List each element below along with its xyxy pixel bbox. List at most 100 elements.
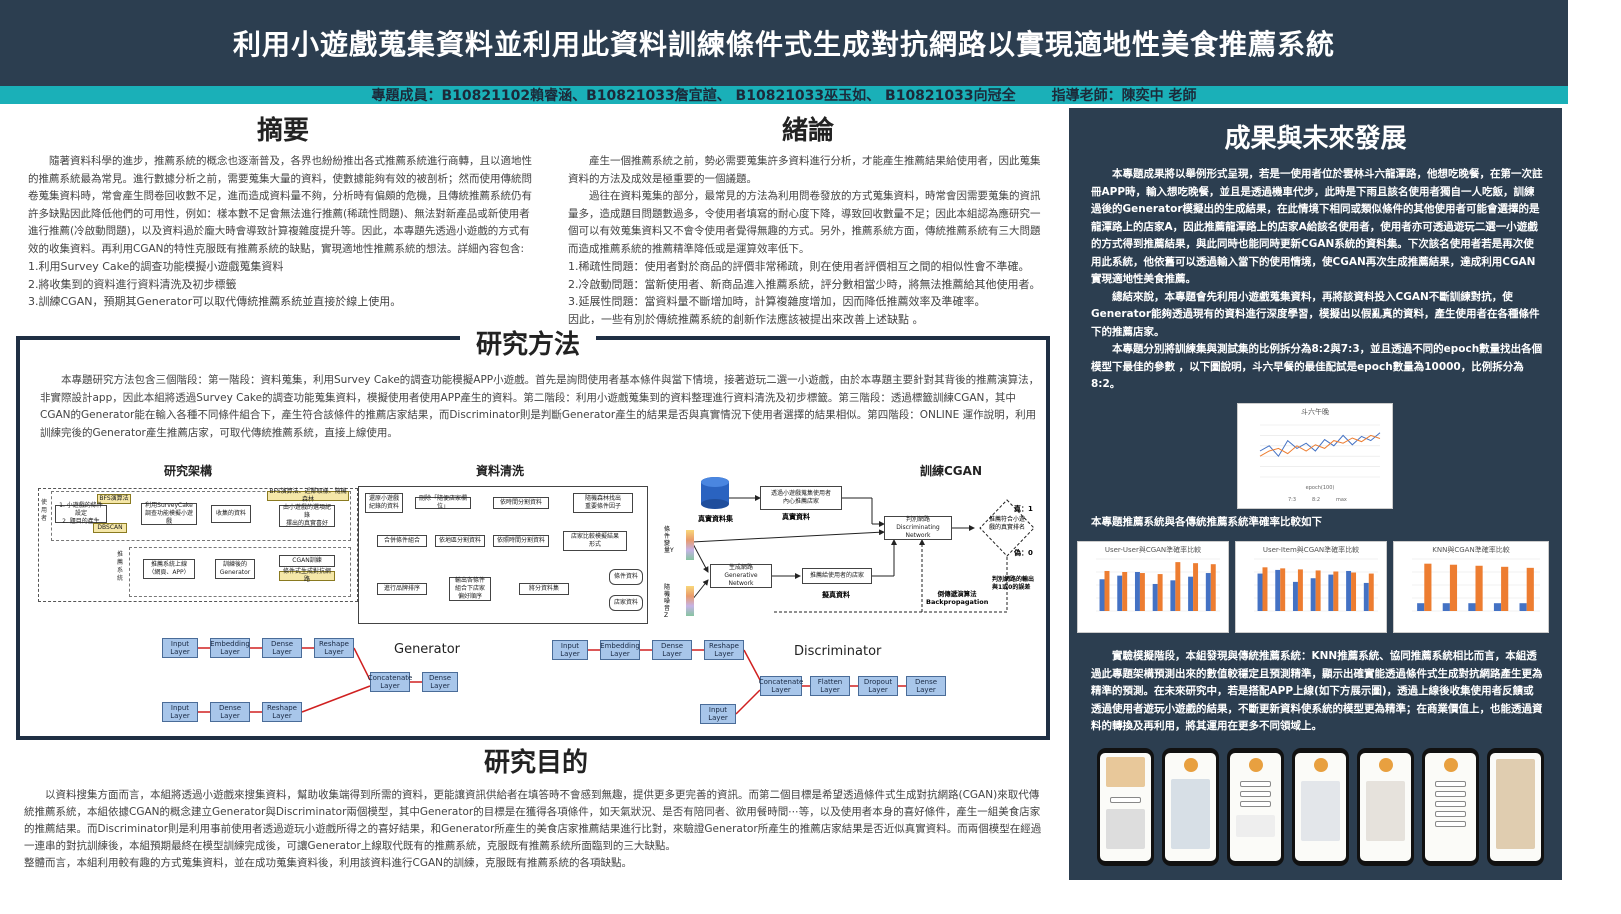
line-chart-title: 斗六午晚 bbox=[1301, 408, 1329, 416]
condition-bar bbox=[686, 530, 694, 560]
arch-bfs: BFS演算法 bbox=[97, 494, 131, 504]
gen-concatenate-layer: Concatenate Layer bbox=[367, 672, 413, 692]
methods-section: 研究方法 本專題研究方法包含三個階段：第一階段：資料蒐集，利用Survey Ca… bbox=[16, 324, 1050, 740]
clean-output: 條件資料 bbox=[609, 569, 643, 585]
bar bbox=[1292, 581, 1298, 611]
disc-dense-layer: Dense Layer bbox=[906, 676, 946, 696]
app-screenshot-phone bbox=[1097, 748, 1154, 866]
fake-data-label: 擬真資料 bbox=[822, 591, 850, 599]
disc-reshape-layer: Reshape Layer bbox=[704, 640, 744, 660]
discriminator-links bbox=[588, 649, 906, 715]
results-heading: 成果與未來發展 bbox=[1224, 124, 1407, 154]
arch-collected: 收集的資料 bbox=[211, 505, 251, 523]
intro-p2: 過往在資料蒐集的部分，最常見的方法為利用問卷發放的方式蒐集資料，時常會因需要蒐集… bbox=[568, 190, 1041, 255]
bar bbox=[1099, 579, 1105, 611]
purpose-heading: 研究目的 bbox=[483, 748, 588, 778]
purpose-section: 研究目的 以資料搜集方面而言，本組將透過小遊戲來搜集資料，幫助收集端得到所需的資… bbox=[24, 742, 1048, 872]
intro-item: 3.延展性問題：當資料量不斷增加時，計算複雜度增加，因而降低推薦效率及準確率。 bbox=[568, 295, 986, 308]
bar bbox=[1139, 573, 1145, 611]
intro-body: 產生一個推薦系統之前，勢必需要蒐集許多資料進行分析，才能產生推薦結果給使用者，因… bbox=[568, 153, 1048, 258]
cleaning-title: 資料清洗 bbox=[476, 464, 525, 478]
bar bbox=[1449, 564, 1458, 611]
app-screenshot-phone bbox=[1357, 748, 1414, 866]
bar bbox=[1152, 583, 1158, 611]
cgan-connectors bbox=[691, 495, 1035, 613]
abstract-item: 1.利用Survey Cake的調查功能模擬小遊戲蒐集資料 bbox=[28, 260, 284, 273]
disc-flatten-layer: Flatten Layer bbox=[810, 676, 850, 696]
discriminator-box: 判別網路 Discriminating Network bbox=[884, 516, 952, 540]
bar bbox=[1170, 580, 1176, 611]
arch-system-zone bbox=[129, 547, 351, 597]
member-bar: 專題成員：B10821102賴睿涵、B10821033詹宜諠、 B1082103… bbox=[0, 86, 1568, 104]
condition-label: 條件變量Y bbox=[664, 526, 674, 554]
bar bbox=[1210, 564, 1216, 611]
line-chart-legend: 8:2 bbox=[1312, 497, 1320, 503]
disc-input-layer: Input Layer bbox=[552, 640, 588, 660]
arch-trained-gen: 訓練後的 Generator bbox=[215, 559, 255, 579]
methods-heading: 研究方法 bbox=[460, 324, 597, 361]
bar bbox=[1424, 563, 1432, 611]
disc-dense-layer: Dense Layer bbox=[652, 640, 692, 660]
clean-step: 將分資料集 bbox=[519, 583, 569, 595]
abstract-list: 1.利用Survey Cake的調查功能模擬小遊戲蒐集資料 2.將收集到的資料進… bbox=[28, 258, 538, 311]
discriminator-network: Input Layer Embedding Layer Dense Layer … bbox=[548, 636, 948, 730]
clean-step: 合併條件組合 bbox=[377, 535, 427, 547]
training-title: 訓練CGAN bbox=[920, 464, 982, 478]
bar-chart-title: KNN與CGAN準確率比較 bbox=[1432, 546, 1510, 554]
clean-step: 依時間分割資料 bbox=[493, 497, 549, 509]
clean-step: 隨機森林找出 重要條件因子 bbox=[573, 493, 633, 513]
noise-bar bbox=[686, 586, 694, 616]
noise-label: 隨機噪音Z bbox=[664, 584, 671, 619]
results-p1: 本專題成果將以舉例形式呈現，若是一使用者位於雲林斗六龍潭路，他想吃晚餐，在第一次… bbox=[1091, 168, 1543, 285]
abstract-heading: 摘要 bbox=[256, 116, 309, 146]
true-label: 真：1 bbox=[1014, 505, 1033, 513]
bar-chart-svg bbox=[1412, 558, 1540, 612]
compare-heading-wrap: 本專題推薦系統與各傳統推薦系統準確率比較如下 bbox=[1091, 514, 1543, 532]
user-user-bar-chart: User-User與CGAN準確率比較 bbox=[1077, 541, 1229, 633]
clean-step: 進行品牌排序 bbox=[377, 583, 427, 595]
line-series bbox=[1259, 432, 1381, 458]
gen-input-layer: Input Layer bbox=[162, 702, 198, 722]
database-icon bbox=[700, 476, 730, 510]
intro-item: 1.稀疏性問題：使用者對於商品的評價非常稀疏，則在使用者評價相互之間的相似性會不… bbox=[568, 260, 1030, 273]
bar bbox=[1363, 582, 1369, 611]
results-body-1: 本專題成果將以舉例形式呈現，若是一使用者位於雲林斗六龍潭路，他想吃晚餐，在第一次… bbox=[1091, 166, 1543, 394]
members-text: 專題成員：B10821102賴睿涵、B10821033詹宜諠、 B1082103… bbox=[371, 88, 1016, 104]
arch-bfs2: BFS演算法、近鄰取樣、隨機森林 bbox=[267, 488, 349, 503]
bar bbox=[1368, 573, 1374, 611]
bar bbox=[1275, 569, 1281, 611]
bar bbox=[1501, 566, 1509, 611]
line-chart-legend: max bbox=[1336, 497, 1347, 503]
intro-list: 1.稀疏性問題：使用者對於商品的評價非常稀疏，則在使用者評價相互之間的相似性會不… bbox=[568, 258, 1048, 328]
bar bbox=[1188, 576, 1194, 611]
intro-item: 2.冷啟動問題：當新使用者、新商品進入推薦系統，評分數相當少時，將無法推薦給其他… bbox=[568, 277, 1041, 291]
abstract-item: 2.將收集到的資料進行資料清洗及初步標籤 bbox=[28, 277, 237, 291]
bar bbox=[1442, 603, 1450, 611]
poster-title: 利用小遊戲蒐集資料並利用此資料訓練條件式生成對抗網路以實現適地性美食推薦系統 bbox=[232, 28, 1335, 61]
gen-input-layer: Input Layer bbox=[162, 638, 198, 658]
results-p4: 實驗模擬階段，本組發現與傳統推薦系統：KNN推薦系統、協同推薦系統相比而言，本組… bbox=[1091, 650, 1543, 732]
judge-label: 判別網路的輸出 與1或0的誤差 bbox=[992, 576, 1035, 591]
cleaning-diagram: 還原小遊戲 紀錄的資料 刪除「隨便店家欄位」 依時間分割資料 隨機森林找出 重要… bbox=[358, 486, 648, 624]
disc-concatenate-layer: Concatenate Layer bbox=[758, 676, 804, 696]
intro-heading: 緒論 bbox=[781, 116, 834, 146]
clean-step: 刪除「隨便店家欄位」 bbox=[415, 495, 471, 510]
bar bbox=[1280, 568, 1286, 611]
abstract-item: 3.訓練CGAN，預期其Generator可以取代傳統推薦系統並直接於線上使用。 bbox=[28, 295, 402, 308]
line-chart-xlabel: epoch(100) bbox=[1306, 485, 1335, 491]
purpose-p2: 整體而言，本組利用較有趣的方式蒐集資料，並在成功蒐集資料後，利用該資料進行CGA… bbox=[24, 857, 633, 869]
purpose-p1: 以資料搜集方面而言，本組將透過小遊戲來搜集資料，幫助收集端得到所需的資料，更能讓… bbox=[24, 789, 1042, 852]
real-dataset-label: 真實資料集 bbox=[698, 515, 733, 523]
bar bbox=[1351, 572, 1357, 611]
cgan-training-diagram: 真實資料集 透過小遊戲蒐集使用者 內心推薦店家 真實資料 條件變量Y 隨機噪音Z… bbox=[662, 472, 1042, 622]
real-user-box: 透過小遊戲蒐集使用者 內心推薦店家 bbox=[760, 486, 842, 510]
gen-output-dense-layer: Dense Layer bbox=[422, 672, 458, 692]
disc-dropout-layer: Dropout Layer bbox=[858, 676, 898, 696]
bar bbox=[1468, 603, 1476, 611]
real-data-label: 真實資料 bbox=[782, 513, 810, 521]
bar bbox=[1333, 571, 1339, 611]
clean-step: 店家比較模擬結果 形式 bbox=[563, 531, 627, 551]
purpose-body: 以資料搜集方面而言，本組將透過小遊戲來搜集資料，幫助收集端得到所需的資料，更能讓… bbox=[24, 787, 1048, 872]
